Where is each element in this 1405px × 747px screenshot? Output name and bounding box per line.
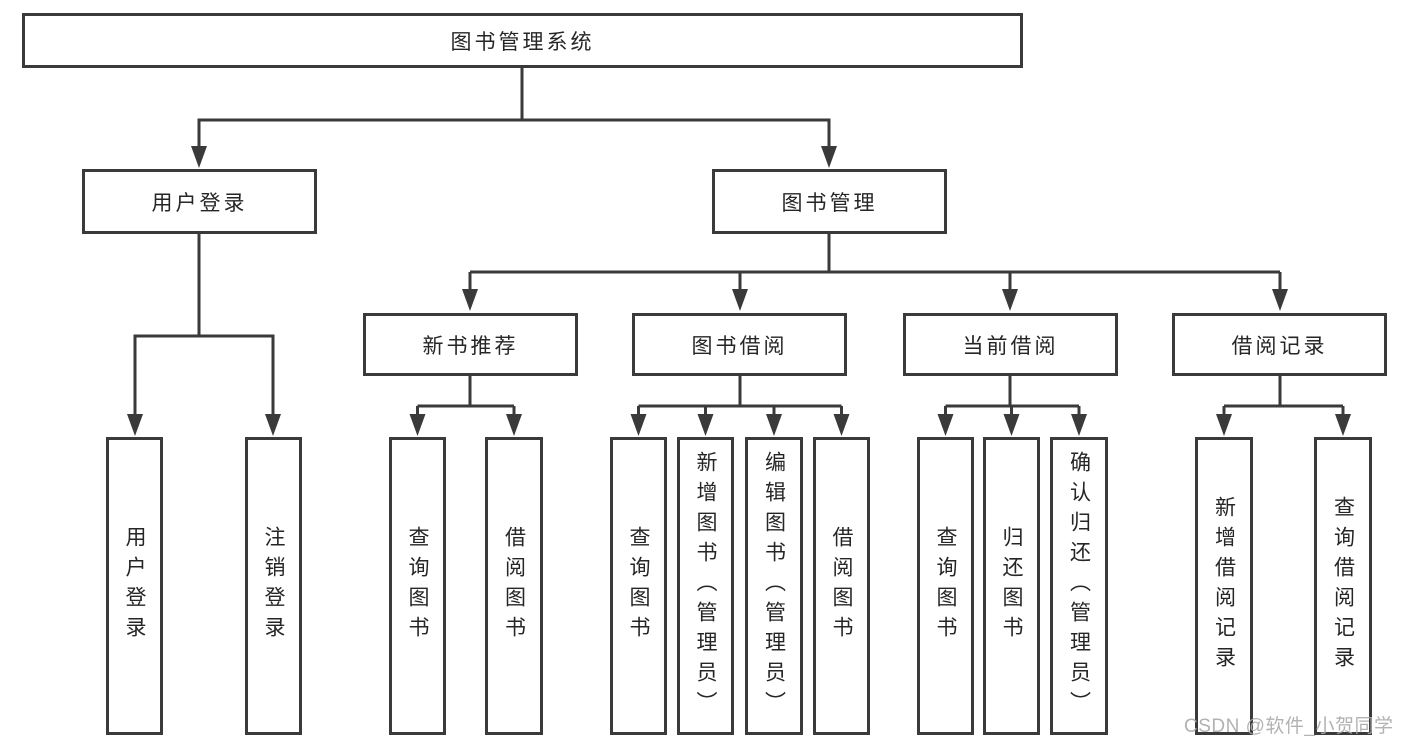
leaf-user-login: 用户登录	[106, 437, 163, 735]
leaf-add-books-admin-label: 新增图书（管理员）	[694, 451, 717, 721]
leaf-return-books: 归还图书	[983, 437, 1040, 735]
leaf-confirm-return-admin: 确认归还（管理员）	[1050, 437, 1108, 735]
leaf-borrow-books-recommend: 借阅图书	[485, 437, 543, 735]
leaf-query-books-current: 查询图书	[917, 437, 974, 735]
node-root: 图书管理系统	[22, 13, 1023, 68]
leaf-query-books-current-label: 查询图书	[934, 526, 957, 646]
node-book-borrow: 图书借阅	[632, 313, 847, 376]
leaf-add-books-admin: 新增图书（管理员）	[677, 437, 734, 735]
leaf-query-books-borrow: 查询图书	[610, 437, 667, 735]
node-current-borrow: 当前借阅	[903, 313, 1118, 376]
node-borrow-record: 借阅记录	[1172, 313, 1387, 376]
leaf-borrow-books-recommend-label: 借阅图书	[502, 526, 526, 646]
leaf-borrow-books-label: 借阅图书	[830, 526, 853, 646]
node-book-management: 图书管理	[712, 169, 947, 234]
leaf-query-books-recommend: 查询图书	[389, 437, 446, 735]
leaf-edit-books-admin: 编辑图书（管理员）	[745, 437, 803, 735]
leaf-add-borrow-record: 新增借阅记录	[1195, 437, 1253, 735]
node-user-login: 用户登录	[82, 169, 317, 234]
leaf-user-login-label: 用户登录	[123, 526, 146, 646]
node-new-book-recommend: 新书推荐	[363, 313, 578, 376]
leaf-logout-label: 注销登录	[262, 526, 285, 646]
leaf-query-borrow-record: 查询借阅记录	[1314, 437, 1372, 735]
leaf-confirm-return-admin-label: 确认归还（管理员）	[1067, 451, 1091, 721]
leaf-borrow-books: 借阅图书	[813, 437, 870, 735]
csdn-watermark: CSDN @软件_小贺同学	[1184, 716, 1394, 737]
leaf-query-books-recommend-label: 查询图书	[406, 526, 429, 646]
leaf-logout: 注销登录	[245, 437, 302, 735]
leaf-return-books-label: 归还图书	[1000, 526, 1023, 646]
leaf-edit-books-admin-label: 编辑图书（管理员）	[762, 451, 786, 721]
leaf-add-borrow-record-label: 新增借阅记录	[1212, 496, 1236, 676]
leaf-query-borrow-record-label: 查询借阅记录	[1331, 496, 1355, 676]
leaf-query-books-borrow-label: 查询图书	[627, 526, 650, 646]
